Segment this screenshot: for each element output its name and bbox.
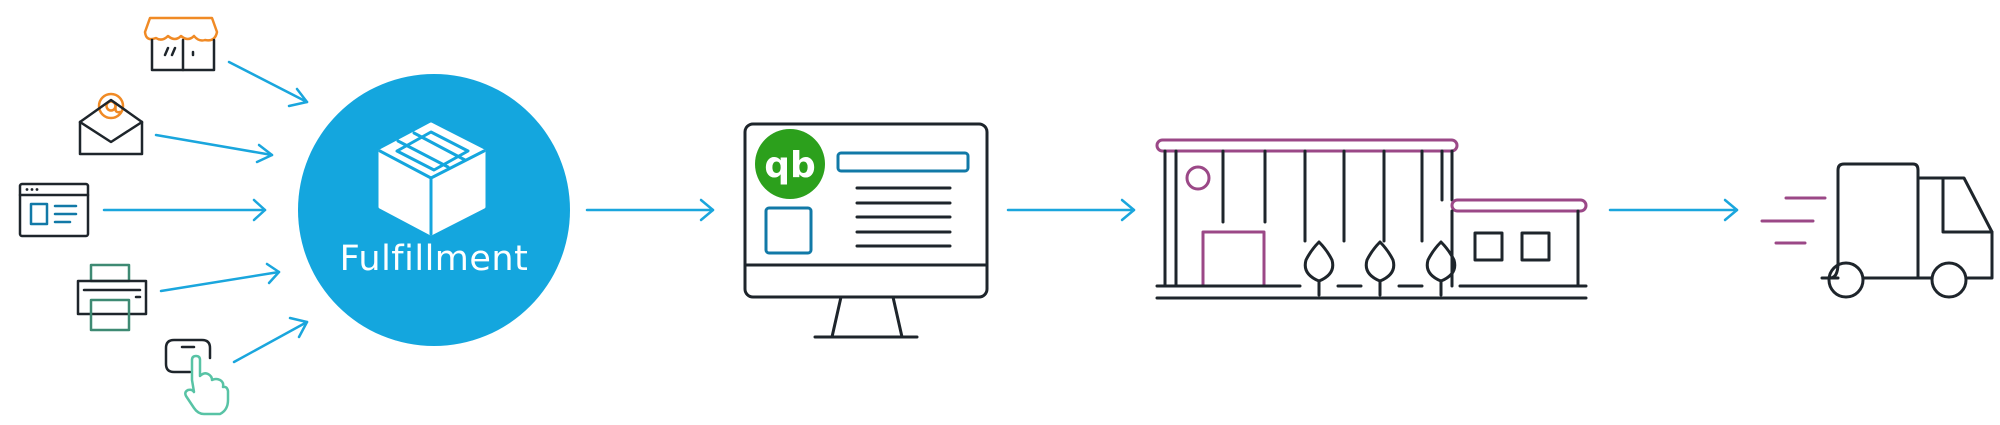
quickbooks-logo-text: qb: [764, 145, 816, 186]
arrow-warehouse-to-shipping: [1608, 198, 1739, 222]
arrow-mobile-to-hub: [232, 316, 309, 364]
hub-label: Fulfillment: [340, 239, 529, 279]
document-lines: [855, 186, 952, 248]
printer-icon: [76, 263, 148, 332]
fulfillment-hub: Fulfillment: [298, 74, 570, 346]
email-icon: [78, 92, 144, 156]
arrow-accounting-to-warehouse: [1006, 198, 1136, 222]
quickbooks-monitor-icon: qb: [743, 122, 989, 339]
source-arrows: [102, 60, 309, 364]
storefront-icon: [143, 16, 219, 72]
delivery-truck-icon: [1760, 162, 1994, 299]
mobile-tap-icon: [164, 338, 230, 416]
arrow-storefront-to-hub: [227, 60, 309, 108]
browser-window-icon: [18, 182, 90, 238]
package-icon: [378, 122, 486, 236]
arrow-hub-to-accounting: [585, 198, 715, 222]
arrow-printer-to-hub: [159, 262, 281, 293]
quickbooks-logo-icon: qb: [755, 129, 825, 199]
arrow-email-to-hub: [154, 133, 274, 164]
speed-lines: [1760, 196, 1827, 245]
tree-icon: [1303, 240, 1457, 297]
arrow-browser-to-hub: [102, 198, 267, 222]
warehouse-icon: [1155, 138, 1588, 300]
